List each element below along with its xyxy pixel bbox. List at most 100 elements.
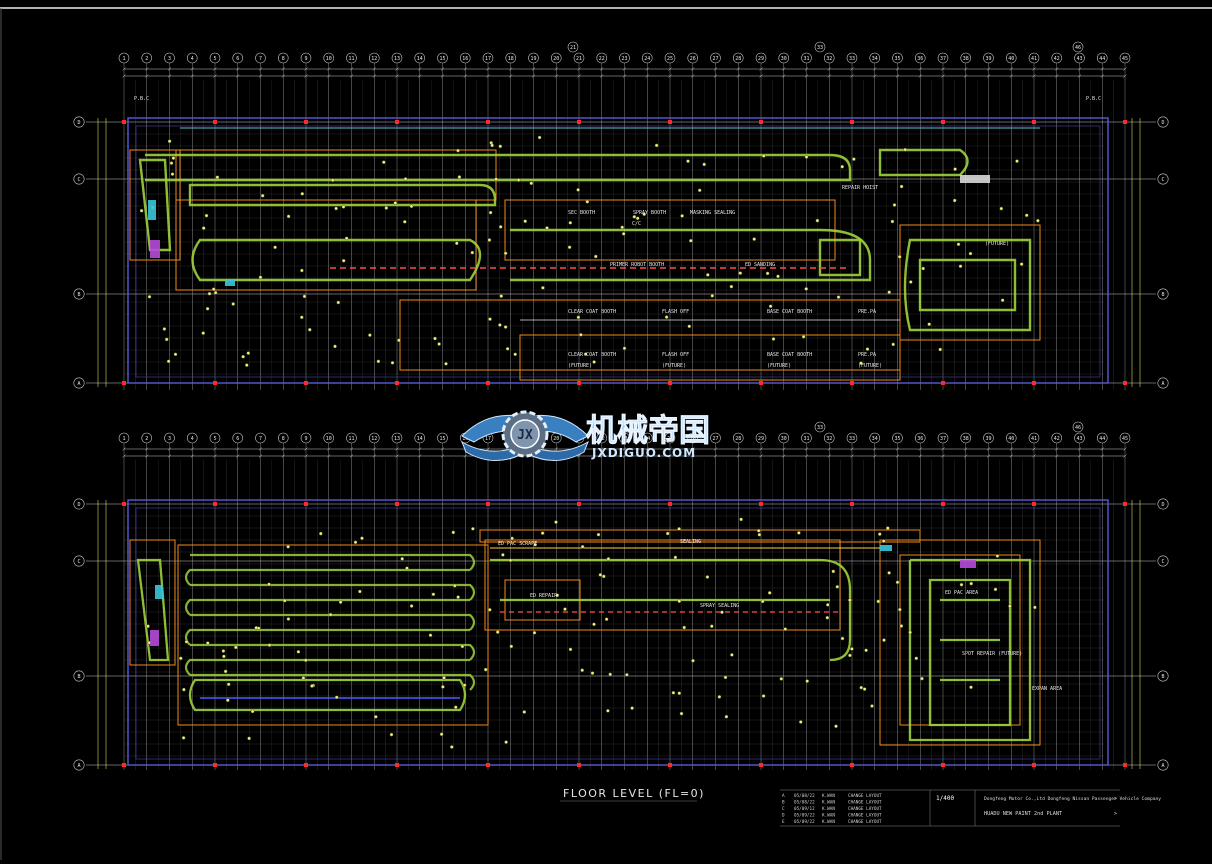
conveyor-loop	[184, 598, 470, 616]
grid-column-label: 42	[1054, 56, 1060, 62]
carrier-dot	[523, 219, 528, 223]
carrier-dot	[258, 275, 263, 280]
equipment-block	[225, 280, 235, 286]
structural-column	[850, 502, 854, 506]
carrier-dot	[244, 363, 249, 367]
carrier-dot	[903, 147, 908, 152]
conveyor-loop	[190, 613, 476, 631]
revision-by: K.WAN	[822, 793, 835, 799]
carrier-dot	[170, 172, 175, 176]
process-zone-label: (FUTURE)	[568, 363, 592, 369]
carrier-dot	[504, 740, 508, 744]
carrier-dot	[226, 682, 231, 687]
carrier-dot	[403, 177, 408, 181]
grid-row-label: C	[77, 559, 80, 565]
process-zone-outline	[177, 544, 489, 726]
carrier-dot	[585, 199, 590, 204]
carrier-dot	[178, 656, 183, 661]
watermark-title: 机械帝国	[586, 413, 710, 449]
carrier-dot	[164, 337, 169, 342]
process-zone-label: SPRAY BOOTH	[633, 210, 666, 216]
grid-column-label: 35	[894, 436, 900, 442]
carrier-dot	[908, 630, 912, 635]
grid-bubble	[73, 555, 85, 567]
carrier-dot	[654, 143, 659, 148]
carrier-dot	[533, 542, 538, 547]
carrier-dot	[738, 271, 743, 275]
carrier-dot	[864, 648, 868, 653]
process-zone-outline	[129, 539, 176, 666]
process-zone-label: SEALING	[680, 539, 701, 545]
grid-column-label: 29	[758, 436, 764, 442]
carrier-dot	[254, 626, 259, 630]
carrier-dot	[334, 206, 338, 211]
carrier-dot	[921, 266, 926, 271]
revision-by: K.WAN	[822, 819, 835, 825]
grid-column-label: 33	[849, 56, 855, 62]
grid-column-label: 15	[439, 56, 445, 62]
carrier-dot	[302, 294, 307, 299]
gear-wings-logo-icon: JX	[461, 410, 589, 461]
grid-column-label: 33	[817, 425, 823, 431]
grid-column-label: 12	[371, 436, 377, 442]
carrier-dot	[286, 617, 291, 621]
carrier-dot	[862, 687, 867, 691]
structural-column	[668, 381, 672, 385]
structural-column	[1032, 381, 1036, 385]
carrier-dot	[804, 287, 809, 291]
carrier-dot	[333, 344, 337, 349]
grid-column-label: 43	[1076, 56, 1082, 62]
carrier-dot	[642, 212, 647, 216]
structural-column	[850, 381, 854, 385]
grid-column-label: 41	[1031, 436, 1037, 442]
conveyor-loop	[190, 673, 476, 691]
carrier-dot	[673, 555, 678, 560]
carrier-dot	[799, 720, 803, 724]
grid-column-label: 36	[917, 56, 923, 62]
process-zone-label: PRIMER ROBOT BOOTH	[610, 262, 664, 268]
carrier-dot	[870, 704, 874, 708]
carrier-dot	[952, 198, 957, 203]
carrier-dot	[767, 591, 772, 595]
grid-column-label: 36	[917, 436, 923, 442]
grid-row-label: B	[77, 674, 80, 680]
carrier-dot	[456, 595, 460, 599]
structural-column	[486, 120, 490, 124]
structural-column	[1123, 120, 1127, 124]
carrier-dot	[969, 685, 973, 690]
carrier-dot	[286, 214, 291, 219]
carrier-dot	[865, 347, 870, 351]
carrier-dot	[441, 685, 445, 689]
carrier-dot	[859, 361, 863, 365]
grid-column-label: 24	[644, 436, 650, 442]
revision-date: 05/08/22	[794, 800, 815, 806]
carrier-dot	[768, 304, 773, 309]
carrier-dot	[579, 332, 583, 337]
carrier-dot	[1008, 604, 1012, 609]
process-zone-outline	[484, 539, 841, 631]
carrier-dot	[664, 315, 669, 319]
carrier-dot	[439, 732, 444, 737]
company-name: Dongfeng Motor Co.,Ltd Dongfeng Nissan P…	[984, 796, 1161, 802]
carrier-dot	[488, 210, 493, 215]
grid-column-label: 39	[985, 56, 991, 62]
structural-column	[759, 763, 763, 767]
conveyor-loop	[184, 568, 470, 586]
grid-column-label: 13	[394, 436, 400, 442]
carrier-dot	[826, 603, 830, 607]
carrier-dot	[532, 631, 537, 635]
carrier-dot	[205, 641, 210, 645]
grid-row-label: B	[77, 292, 80, 298]
carrier-dot	[1000, 298, 1005, 303]
carrier-dot	[687, 324, 692, 329]
carrier-dot	[522, 710, 527, 714]
grid-column-label: 45	[1122, 56, 1128, 62]
grid-bubble	[73, 670, 85, 682]
carrier-dot	[460, 644, 465, 649]
structural-column	[759, 381, 763, 385]
carrier-dot	[706, 273, 710, 277]
process-zone-label: CLEAR COAT BOOTH	[568, 352, 616, 358]
grid-column-label: 22	[599, 56, 605, 62]
grid-column-label: 13	[394, 56, 400, 62]
